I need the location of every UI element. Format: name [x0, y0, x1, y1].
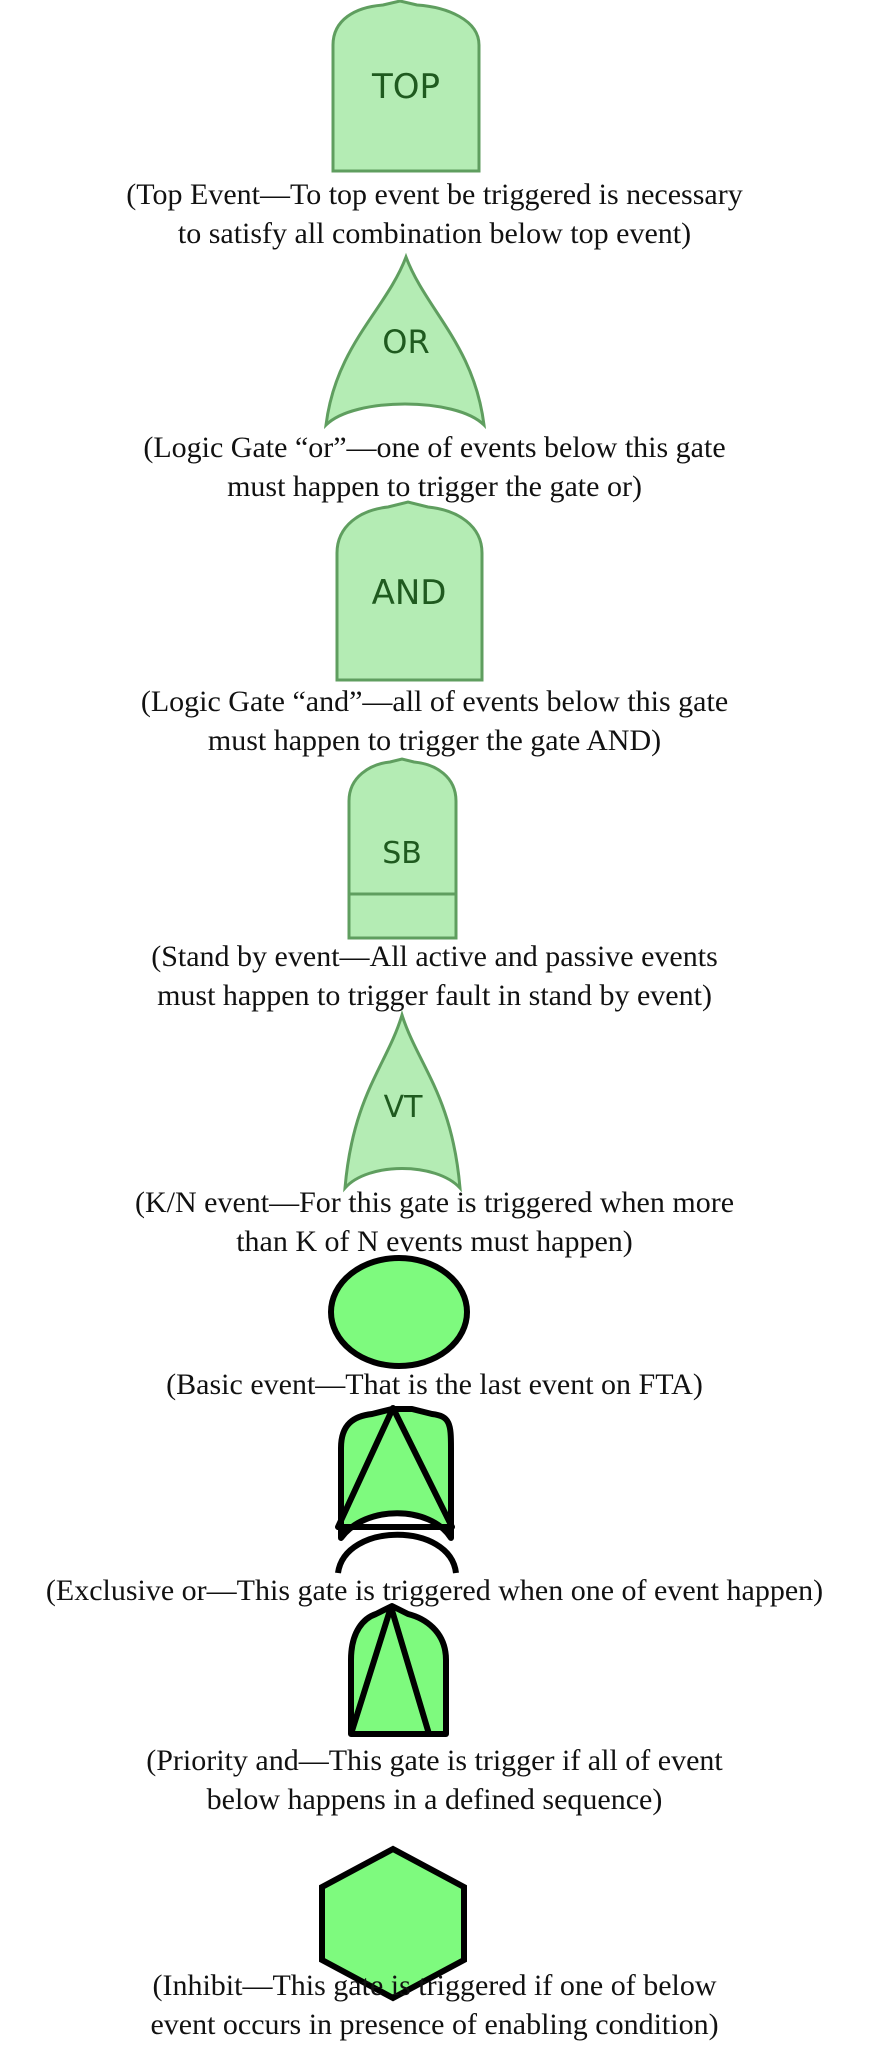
caption-line: (Logic Gate “and”—all of events below th…: [140, 685, 729, 718]
top-event-label: TOP: [371, 67, 440, 107]
kn-gate-caption: (K/N event—For this gate is triggered wh…: [0, 1183, 869, 1261]
top-event-icon: TOP: [331, 0, 481, 173]
caption-line: (Basic event—That is the last event on F…: [166, 1368, 703, 1401]
caption-line: must happen to trigger the gate or): [227, 470, 642, 503]
caption-line: (Exclusive or—This gate is triggered whe…: [45, 1574, 824, 1607]
caption-line: must happen to trigger fault in stand by…: [157, 979, 712, 1012]
inhibit-gate-icon: [319, 1845, 467, 2002]
caption-line: to satisfy all combination below top eve…: [177, 217, 692, 250]
and-gate-icon: AND: [335, 500, 484, 682]
caption-line: than K of N events must happen): [236, 1225, 633, 1258]
caption-line: (Logic Gate “or”—one of events below thi…: [143, 431, 726, 464]
standby-event-caption: (Stand by event—All active and passive e…: [0, 937, 869, 1015]
or-gate-icon: OR: [323, 252, 487, 430]
basic-event-caption: (Basic event—That is the last event on F…: [0, 1365, 869, 1404]
kn-gate-label: VT: [384, 1090, 424, 1125]
caption-line: must happen to trigger the gate AND): [207, 724, 662, 757]
caption-line: (Inhibit—This gate is triggered if one o…: [152, 1969, 717, 2002]
caption-line: event occurs in presence of enabling con…: [150, 2008, 719, 2041]
inhibit-gate-caption: (Inhibit—This gate is triggered if one o…: [0, 1966, 869, 2044]
exclusive-or-caption: (Exclusive or—This gate is triggered whe…: [0, 1571, 869, 1610]
or-gate-caption: (Logic Gate “or”—one of events below thi…: [0, 428, 869, 506]
standby-event-icon: SB: [347, 757, 458, 940]
top-event-caption: (Top Event—To top event be triggered is …: [0, 175, 869, 253]
and-gate-caption: (Logic Gate “and”—all of events below th…: [0, 682, 869, 760]
caption-line: (Priority and—This gate is trigger if al…: [146, 1744, 723, 1777]
exclusive-or-gate-icon: [335, 1405, 459, 1574]
or-gate-label: OR: [382, 323, 429, 361]
priority-and-caption: (Priority and—This gate is trigger if al…: [0, 1741, 869, 1819]
caption-line: (K/N event—For this gate is triggered wh…: [134, 1186, 735, 1219]
caption-line: (Stand by event—All active and passive e…: [151, 940, 718, 973]
caption-line: below happens in a defined sequence): [206, 1783, 663, 1816]
caption-line: (Top Event—To top event be triggered is …: [126, 178, 743, 211]
and-gate-label: AND: [372, 573, 447, 613]
standby-event-label: SB: [382, 836, 422, 871]
priority-and-gate-icon: [348, 1603, 449, 1737]
basic-event-icon: [328, 1255, 470, 1369]
kn-gate-icon: VT: [343, 1009, 462, 1193]
